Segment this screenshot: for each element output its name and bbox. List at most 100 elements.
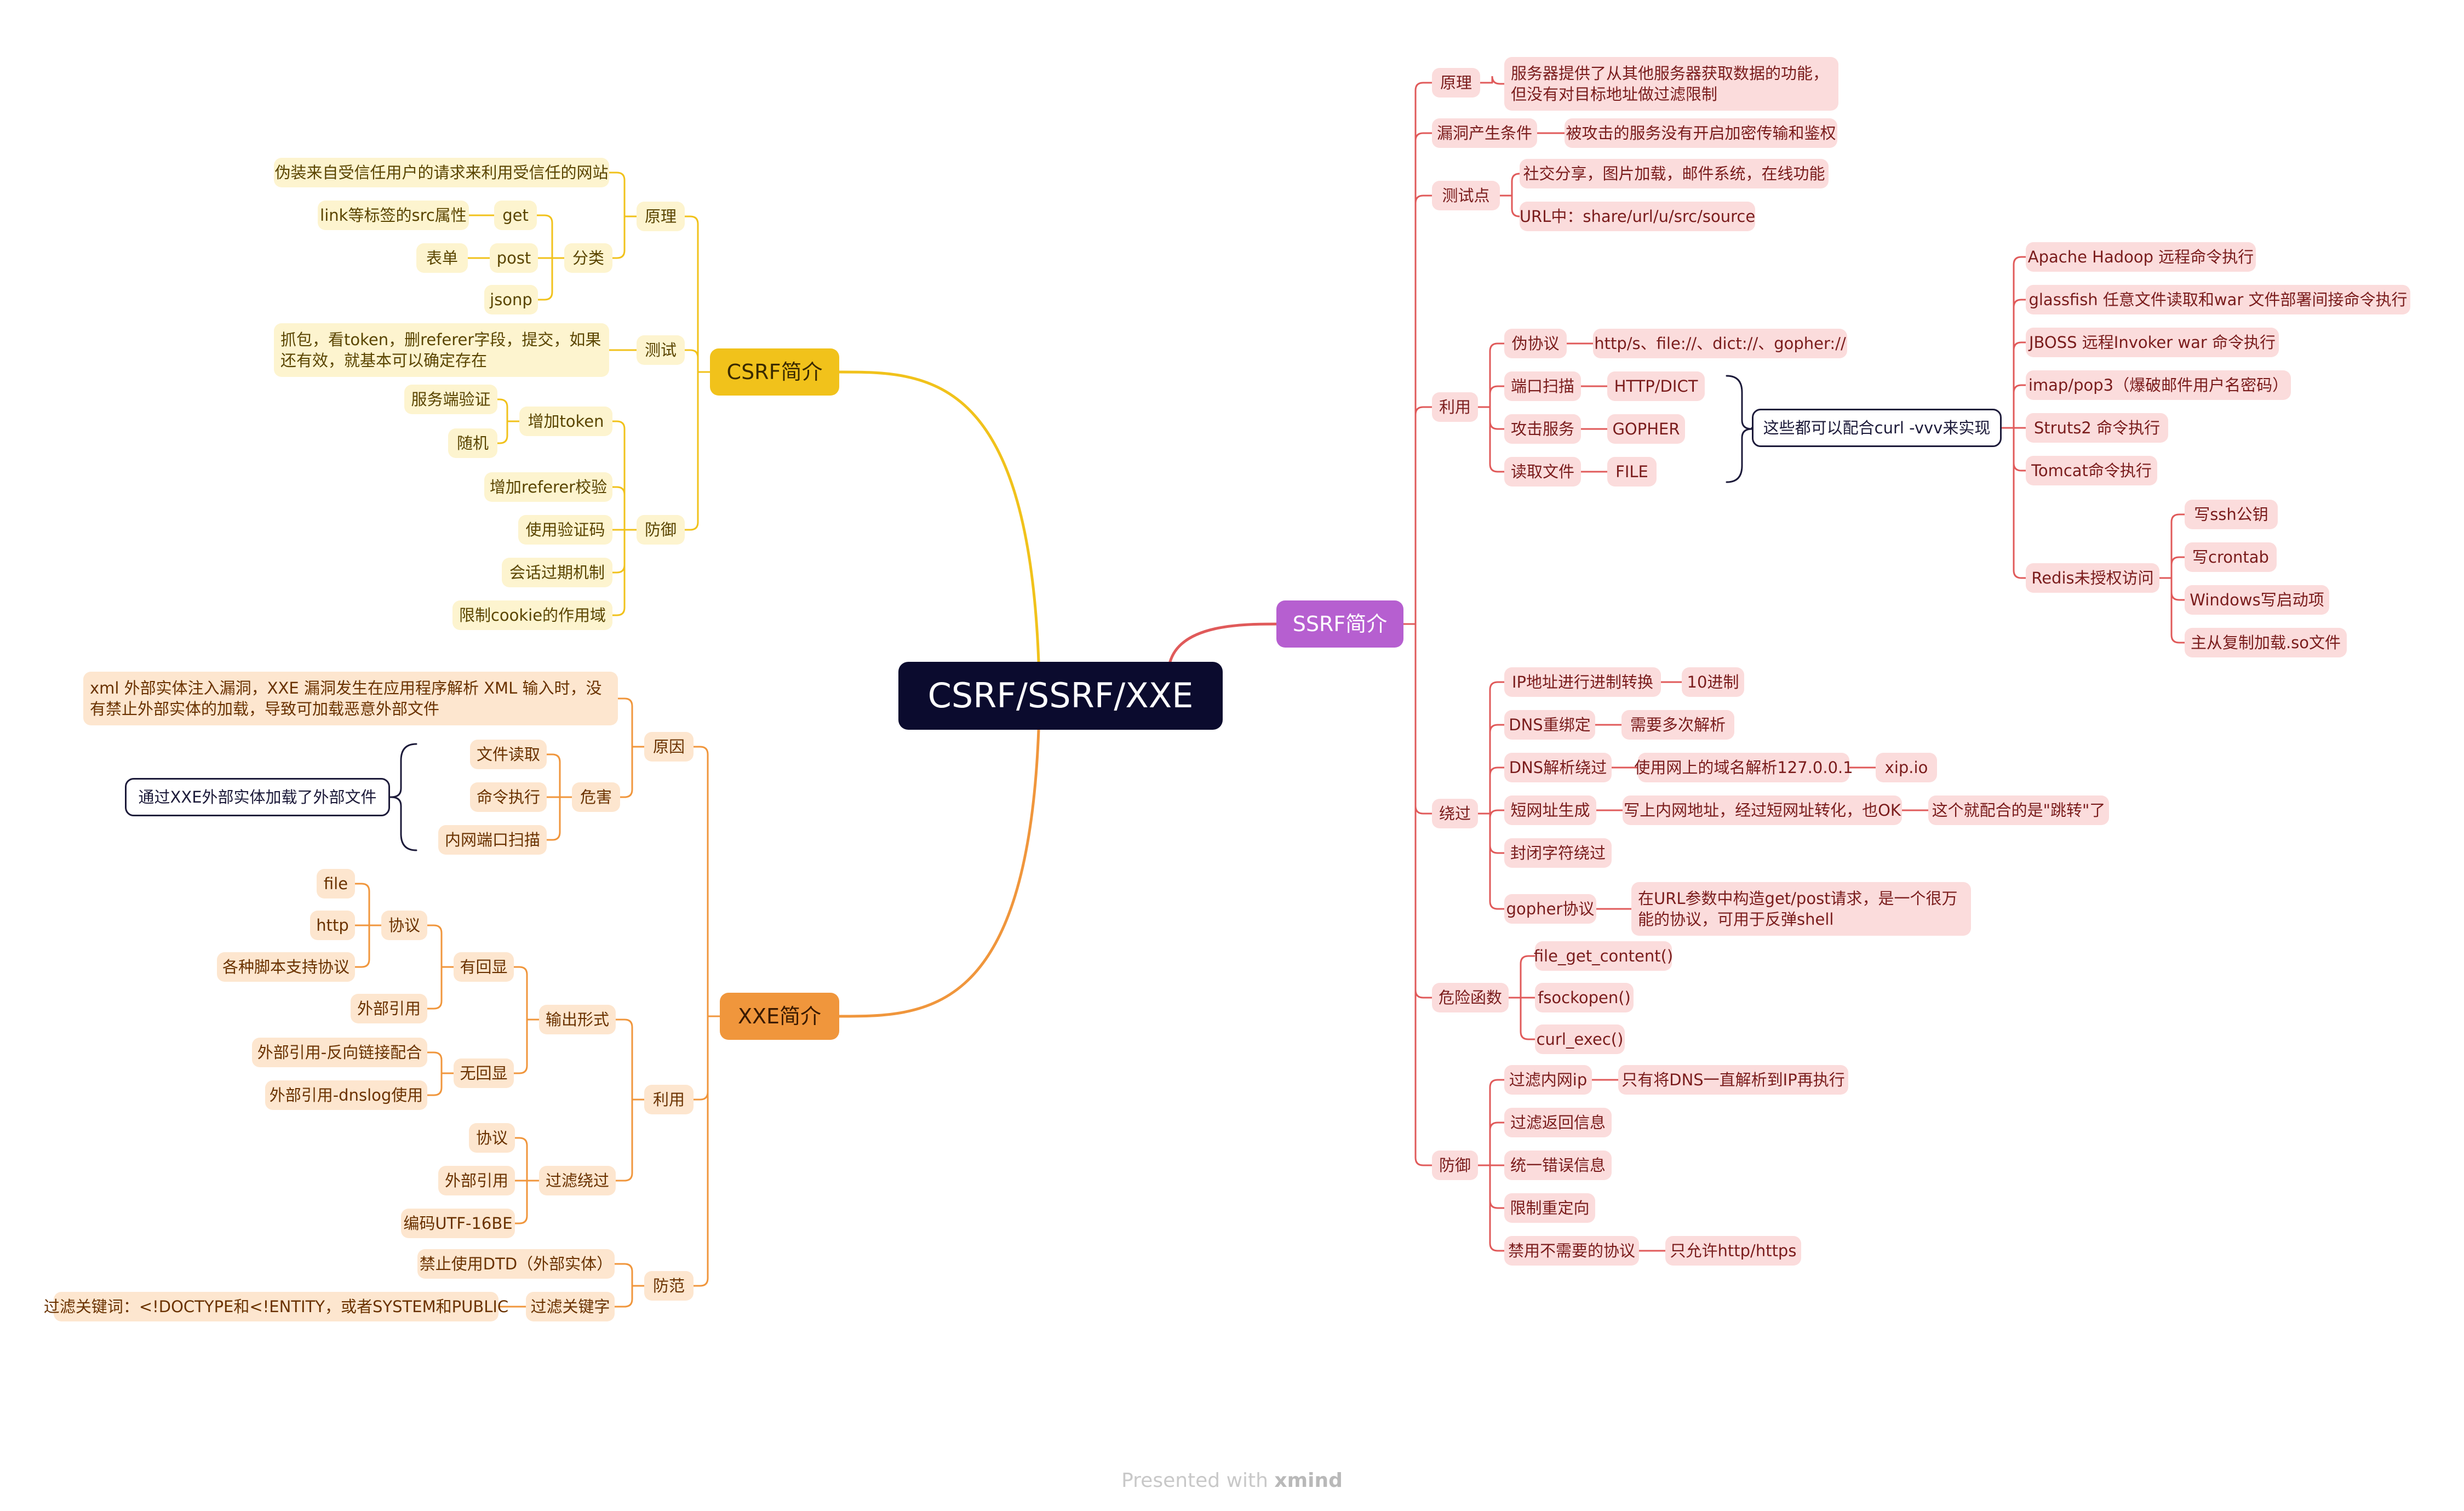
xxe-proto-scripts[interactable]: 各种脚本支持协议 [217,952,355,982]
xxe-bypass-utf16be[interactable]: 编码UTF-16BE [401,1209,515,1238]
ssrf-pseudo-protocol[interactable]: 伪协议 [1504,329,1567,358]
xxe-harm-summary[interactable]: 通过XXE外部实体加载了外部文件 [125,778,390,816]
ssrf-defense-limit-redirect[interactable]: 限制重定向 [1504,1193,1595,1223]
ssrf-bypass-short-url[interactable]: 短网址生成 [1504,795,1596,825]
csrf-test-desc[interactable]: 抓包，看token，删referer字段，提交，如果还有效，就基本可以确定存在 [274,323,609,377]
ssrf-defense-filter-response[interactable]: 过滤返回信息 [1504,1108,1612,1137]
ssrf-service-redis[interactable]: Redis未授权访问 [2026,563,2159,593]
ssrf-redis-crontab[interactable]: 写crontab [2185,542,2277,572]
csrf-post[interactable]: post [490,243,538,273]
ssrf-read-file[interactable]: 读取文件 [1504,457,1581,487]
ssrf-func-file-get-content[interactable]: file_get_content() [1534,941,1673,971]
ssrf-curl-summary[interactable]: 这些都可以配合curl -vvv来实现 [1752,409,2002,447]
ssrf-condition-desc[interactable]: 被攻击的服务没有开启加密传输和鉴权 [1565,118,1837,148]
ssrf-service-glassfish[interactable]: glassfish 任意文件读取和war 文件部署间接命令执行 [2026,285,2410,314]
ssrf-redis-windows-startup[interactable]: Windows写启动项 [2185,585,2329,615]
csrf-referer[interactable]: 增加referer校验 [484,472,612,502]
xxe-bypass-external-ref[interactable]: 外部引用 [438,1166,515,1195]
xxe-harm[interactable]: 危害 [572,782,620,812]
ssrf-defense-unify-errors[interactable]: 统一错误信息 [1504,1151,1612,1180]
csrf-add-token[interactable]: 增加token [519,407,612,436]
xxe-prevent-dtd[interactable]: 禁止使用DTD（外部实体） [417,1249,615,1279]
topic-xxe[interactable]: XXE简介 [720,993,839,1040]
ssrf-bypass-gopher-desc[interactable]: 在URL参数中构造get/post请求，是一个很万能的协议，可用于反弹shell [1631,882,1971,936]
ssrf-principle-desc[interactable]: 服务器提供了从其他服务器获取数据的功能，但没有对目标地址做过滤限制 [1504,57,1838,111]
ssrf-func-curl-exec[interactable]: curl_exec() [1535,1024,1625,1054]
xxe-harm-port-scan[interactable]: 内网端口扫描 [438,825,547,855]
ssrf-bypass-ip-radix[interactable]: IP地址进行进制转换 [1504,667,1661,697]
ssrf-bypass-short-url-desc[interactable]: 写上内网地址，经过短网址转化，也OK [1623,795,1902,825]
ssrf-test-point-2[interactable]: URL中：share/url/u/src/source [1520,202,1755,231]
xxe-noecho-reverse-link[interactable]: 外部引用-反向链接配合 [252,1038,427,1067]
csrf-principle[interactable]: 原理 [637,202,685,231]
csrf-principle-desc[interactable]: 伪装来自受信任用户的请求来利用受信任的网站 [274,158,609,187]
ssrf-principle[interactable]: 原理 [1432,68,1480,98]
ssrf-bypass[interactable]: 绕过 [1432,799,1478,828]
ssrf-bypass-dns-rebind-desc[interactable]: 需要多次解析 [1621,710,1734,740]
csrf-jsonp[interactable]: jsonp [484,285,538,314]
ssrf-bypass-redirect-note[interactable]: 这个就配合的是"跳转"了 [1928,795,2109,825]
csrf-classify[interactable]: 分类 [564,243,612,273]
ssrf-use[interactable]: 利用 [1432,392,1478,422]
csrf-post-desc[interactable]: 表单 [416,243,468,273]
xxe-prevention[interactable]: 防范 [644,1271,694,1301]
ssrf-defense-filter-ip-desc[interactable]: 只有将DNS一直解析到IP再执行 [1618,1065,1848,1095]
xxe-harm-file-read[interactable]: 文件读取 [470,740,547,769]
xxe-harm-cmd-exec[interactable]: 命令执行 [470,782,547,812]
ssrf-defense[interactable]: 防御 [1432,1151,1478,1180]
ssrf-dangerous-functions[interactable]: 危险函数 [1432,983,1509,1012]
ssrf-func-fsockopen[interactable]: fsockopen() [1535,983,1634,1012]
xxe-no-echo[interactable]: 无回显 [454,1058,514,1088]
csrf-server-verify[interactable]: 服务端验证 [404,385,497,414]
xxe-proto-http[interactable]: http [310,911,355,940]
csrf-test[interactable]: 测试 [637,335,685,365]
ssrf-bypass-dns-rebind[interactable]: DNS重绑定 [1504,710,1595,740]
ssrf-service-struts2[interactable]: Struts2 命令执行 [2026,413,2168,443]
xxe-with-echo[interactable]: 有回显 [454,952,514,982]
ssrf-attack-service[interactable]: 攻击服务 [1504,414,1581,444]
xxe-reason-desc[interactable]: xml 外部实体注入漏洞，XXE 漏洞发生在应用程序解析 XML 输入时，没有禁… [83,672,618,725]
xxe-prevent-keyword-desc[interactable]: 过滤关键词：<!DOCTYPE和<!ENTITY，或者SYSTEM和PUBLIC [44,1292,508,1321]
ssrf-defense-http-only[interactable]: 只允许http/https [1665,1236,1801,1266]
ssrf-condition[interactable]: 漏洞产生条件 [1432,118,1537,148]
ssrf-bypass-xip-io[interactable]: xip.io [1876,753,1937,782]
xxe-external-ref[interactable]: 外部引用 [351,994,427,1023]
csrf-defense[interactable]: 防御 [637,515,685,545]
ssrf-read-file-desc[interactable]: FILE [1607,457,1657,487]
ssrf-bypass-gopher[interactable]: gopher协议 [1504,894,1596,924]
ssrf-service-tomcat[interactable]: Tomcat命令执行 [2026,456,2157,485]
ssrf-attack-service-desc[interactable]: GOPHER [1607,414,1685,444]
csrf-get-desc[interactable]: link等标签的src属性 [318,201,469,230]
xxe-use[interactable]: 利用 [644,1085,694,1114]
ssrf-bypass-closed-chars[interactable]: 封闭字符绕过 [1504,838,1612,868]
csrf-captcha[interactable]: 使用验证码 [518,515,612,545]
xxe-prevent-keyword[interactable]: 过滤关键字 [526,1292,615,1321]
ssrf-service-hadoop[interactable]: Apache Hadoop 远程命令执行 [2026,242,2256,272]
topic-ssrf[interactable]: SSRF简介 [1276,600,1403,648]
xxe-reason[interactable]: 原因 [644,732,694,762]
csrf-session[interactable]: 会话过期机制 [502,558,612,587]
xxe-output-form[interactable]: 输出形式 [539,1005,616,1034]
topic-csrf[interactable]: CSRF简介 [710,348,839,396]
ssrf-defense-filter-ip[interactable]: 过滤内网ip [1504,1065,1592,1095]
xxe-bypass-protocol[interactable]: 协议 [469,1123,515,1153]
ssrf-port-scan[interactable]: 端口扫描 [1504,371,1581,401]
ssrf-test-point[interactable]: 测试点 [1432,181,1500,210]
ssrf-port-scan-desc[interactable]: HTTP/DICT [1607,371,1705,401]
central-topic[interactable]: CSRF/SSRF/XXE [898,662,1223,730]
ssrf-bypass-ip-radix-desc[interactable]: 10进制 [1682,667,1744,697]
csrf-random[interactable]: 随机 [448,428,497,458]
ssrf-pseudo-protocol-desc[interactable]: http/s、file://、dict://、gopher:// [1593,329,1847,358]
ssrf-defense-disable-protocols[interactable]: 禁用不需要的协议 [1504,1236,1639,1266]
ssrf-redis-ssh-key[interactable]: 写ssh公钥 [2185,500,2278,529]
ssrf-bypass-dns-resolve[interactable]: DNS解析绕过 [1504,753,1612,782]
xxe-protocol[interactable]: 协议 [381,911,427,940]
ssrf-redis-so-load[interactable]: 主从复制加载.so文件 [2185,628,2347,657]
xxe-filter-bypass[interactable]: 过滤绕过 [539,1166,616,1195]
ssrf-bypass-dns-resolve-desc[interactable]: 使用网上的域名解析127.0.0.1 [1634,753,1853,782]
csrf-cookie[interactable]: 限制cookie的作用域 [452,600,612,630]
ssrf-service-jboss[interactable]: JBOSS 远程Invoker war 命令执行 [2026,328,2279,357]
xxe-noecho-dnslog[interactable]: 外部引用-dnslog使用 [265,1080,427,1110]
ssrf-test-point-1[interactable]: 社交分享，图片加载，邮件系统，在线功能 [1520,159,1829,188]
xxe-proto-file[interactable]: file [317,869,355,898]
